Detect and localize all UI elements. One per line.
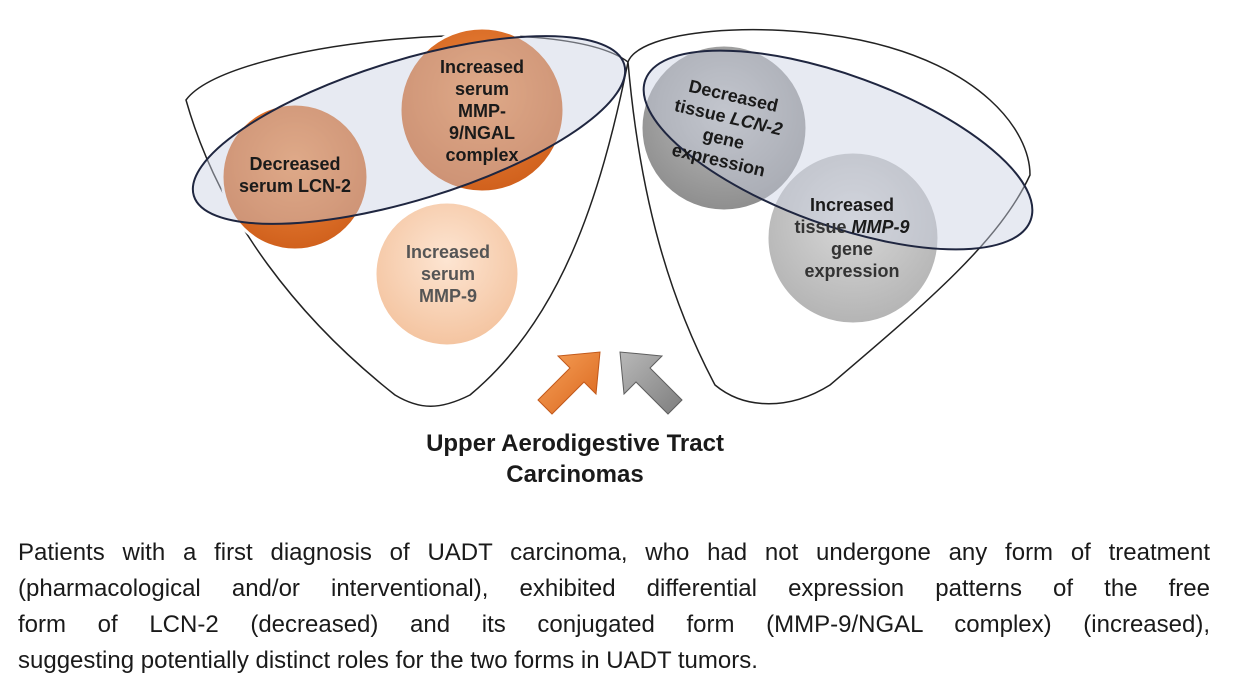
bubble-complex-line: serum <box>454 79 510 99</box>
bubble-complex-label: Increased serum MMP- 9/NGAL complex <box>420 55 544 167</box>
caption-line: suggesting potentially distinct roles fo… <box>18 647 758 674</box>
bubble-mmp9-line: Increased <box>405 242 491 262</box>
grey-down-arrow-icon <box>619 351 683 415</box>
bubble-mmp9-line: MMP-9 <box>419 286 477 306</box>
caption-line: form of LCN-2 (decreased) and its conjug… <box>18 611 1210 638</box>
bubble-complex-line: complex <box>445 145 519 165</box>
bubble-complex-line: 9/NGAL <box>448 123 515 143</box>
bubble-mmp9-line: serum <box>420 264 476 284</box>
bubble-lcn2-tissue-circle <box>639 43 809 213</box>
title-line: Upper Aerodigestive Tract <box>426 430 724 457</box>
diagram-canvas <box>185 26 1034 415</box>
bubble-mmp9-tissue-line: gene <box>830 239 873 259</box>
bubble-complex-line: MMP- <box>458 101 506 121</box>
caption-paragraph: Patients with a first diagnosis of UADT … <box>18 535 1210 679</box>
bubble-mmp9-tissue-line: expression <box>804 261 900 281</box>
bubble-complex-line: Increased <box>439 57 525 77</box>
bubble-lcn2-line: serum LCN-2 <box>238 176 352 196</box>
title-line: Carcinomas <box>506 461 644 488</box>
bubble-mmp9-tissue-label: Increased tissue MMP-9 gene expression <box>786 190 918 286</box>
caption-line: (pharmacological and/or interventional),… <box>18 575 1210 602</box>
bubble-mmp9-tissue-gene: MMP-9 <box>851 217 910 237</box>
orange-down-arrow-icon <box>537 351 601 415</box>
bubble-mmp9-tissue-line: Increased <box>809 195 895 215</box>
bubble-lcn2-serum-label: Decreased serum LCN-2 <box>235 150 355 200</box>
bubble-lcn2-serum-circle <box>220 102 370 252</box>
left-highlight-ellipse <box>191 35 627 225</box>
bubble-mmp9-serum-circle <box>373 200 521 348</box>
bubble-complex-circle <box>398 26 566 194</box>
bubble-mmp9-tissue-text: tissue <box>794 217 852 237</box>
bubble-mmp9-serum-label: Increased serum MMP-9 <box>393 238 503 310</box>
caption-line: Patients with a first diagnosis of UADT … <box>18 539 1210 566</box>
bubble-lcn2-line: Decreased <box>249 154 341 174</box>
bubble-mmp9-tissue-line: tissue MMP-9 <box>794 216 909 238</box>
bubble-mmp9-tissue-circle <box>765 150 941 326</box>
diagram-title: Upper Aerodigestive Tract Carcinomas <box>380 428 770 490</box>
right-highlight-ellipse <box>642 49 1034 251</box>
